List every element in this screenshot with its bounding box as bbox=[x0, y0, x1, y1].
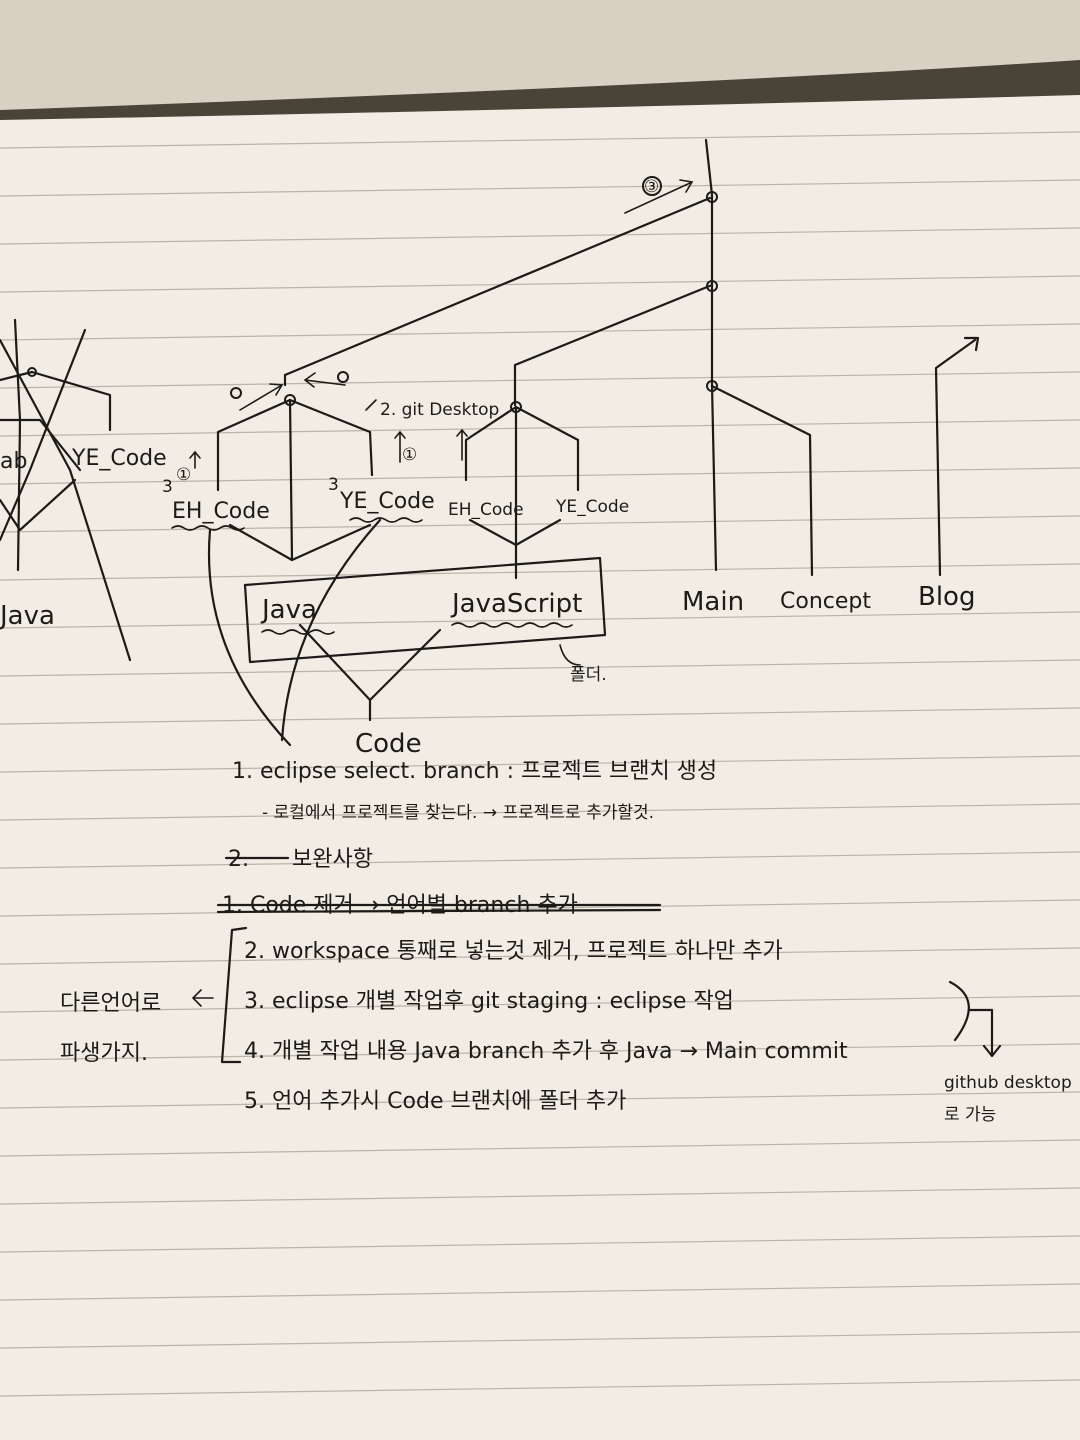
branch-ye-code-1: YE_Code bbox=[339, 489, 435, 514]
note-item-4: 4. 개별 작업 내용 Java branch 추가 후 Java → Main… bbox=[244, 1039, 848, 1064]
ruled-line bbox=[0, 1043, 1080, 1061]
branch-main: Main bbox=[682, 587, 744, 617]
note-side-right-1: github desktop bbox=[944, 1073, 1072, 1093]
branch-ye-code-2: YE_Code bbox=[555, 497, 629, 517]
ruled-line bbox=[0, 179, 1080, 197]
right-diagram: ③ Main Concept Blog bbox=[624, 138, 980, 617]
left-java-label: Java bbox=[0, 601, 55, 631]
ruled-line bbox=[0, 323, 1080, 341]
note-side-right-2: 로 가능 bbox=[944, 1105, 996, 1125]
ruled-line bbox=[0, 515, 1080, 533]
ruled-line bbox=[0, 467, 1080, 485]
annotation-circle-1b: ① bbox=[176, 465, 191, 485]
ruled-line bbox=[0, 419, 1080, 437]
ruled-line bbox=[0, 755, 1080, 773]
ruled-line bbox=[0, 1379, 1080, 1397]
ruled-line bbox=[0, 1331, 1080, 1349]
ruled-lines bbox=[0, 131, 1080, 1397]
ruled-line bbox=[0, 1091, 1080, 1109]
note-item-2: 2. workspace 통째로 넣는것 제거, 프로젝트 하나만 추가 bbox=[244, 939, 783, 964]
annotation-mark-3b: 3 bbox=[328, 475, 339, 495]
ruled-line bbox=[0, 803, 1080, 821]
branch-blog: Blog bbox=[918, 582, 975, 612]
ruled-line bbox=[0, 707, 1080, 725]
note-item-5: 5. 언어 추가시 Code 브랜치에 폴더 추가 bbox=[244, 1089, 626, 1114]
ruled-line bbox=[0, 131, 1080, 149]
annotation-git-desktop: 2. git Desktop bbox=[380, 400, 499, 420]
back-page bbox=[0, 0, 1080, 110]
ruled-line bbox=[0, 995, 1080, 1013]
ruled-line bbox=[0, 371, 1080, 389]
note-item1-line1: 1. eclipse select. branch : 프로젝트 브랜치 생성 bbox=[232, 759, 717, 784]
left-partial-diagram: ab YE_Code Java bbox=[0, 318, 167, 662]
annotation-mark-3a: 3 bbox=[162, 477, 173, 497]
branch-concept: Concept bbox=[780, 589, 871, 614]
ruled-line bbox=[0, 611, 1080, 629]
ruled-line bbox=[0, 275, 1080, 293]
note-item1-line2: - 로컬에서 프로젝트를 찾는다. → 프로젝트로 추가할것. bbox=[262, 803, 654, 823]
ruled-line bbox=[0, 563, 1080, 581]
note-side-left-2: 파생가지. bbox=[60, 1041, 148, 1066]
note-side-left-1: 다른언어로 bbox=[60, 991, 161, 1016]
ruled-line bbox=[0, 899, 1080, 917]
notes-section: 1. eclipse select. branch : 프로젝트 브랜치 생성 … bbox=[60, 759, 1072, 1125]
branch-code: Code bbox=[355, 729, 422, 759]
branch-eh-code-2: EH_Code bbox=[448, 500, 524, 520]
note-heading: 보완사항 bbox=[292, 847, 373, 872]
branch-eh-code-1: EH_Code bbox=[172, 499, 270, 524]
ruled-line bbox=[0, 1187, 1080, 1205]
ruled-line bbox=[0, 1139, 1080, 1157]
middle-diagram: EH_Code YE_Code EH_Code YE_Code Java Jav… bbox=[162, 196, 714, 759]
ruled-line bbox=[0, 851, 1080, 869]
ruled-line bbox=[0, 659, 1080, 677]
annotation-folder: 폴더. bbox=[570, 665, 607, 685]
folder-java: Java bbox=[260, 595, 317, 625]
left-ye-code-label: YE_Code bbox=[71, 446, 167, 471]
annotation-circle-3: ③ bbox=[644, 177, 659, 197]
ruled-line bbox=[0, 1235, 1080, 1253]
note-heading-struck: 2. bbox=[228, 847, 249, 872]
ruled-line bbox=[0, 1283, 1080, 1301]
ruled-line bbox=[0, 947, 1080, 965]
ruled-line bbox=[0, 227, 1080, 245]
annotation-circle-1: ① bbox=[402, 445, 417, 465]
left-partial-label: ab bbox=[0, 449, 27, 474]
note-item-3: 3. eclipse 개별 작업후 git staging : eclipse … bbox=[244, 989, 734, 1014]
folder-javascript: JavaScript bbox=[450, 589, 582, 619]
